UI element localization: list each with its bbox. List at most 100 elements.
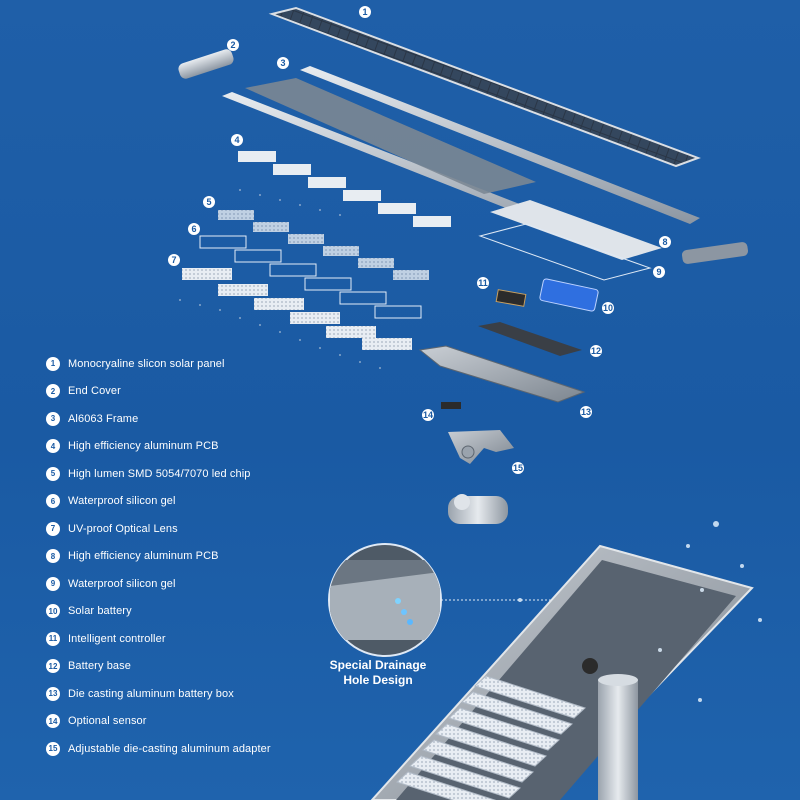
intelligent-controller	[495, 289, 527, 307]
legend-item: 12 Battery base	[46, 653, 366, 681]
pcb-plates	[238, 151, 451, 227]
legend-number: 3	[46, 411, 60, 426]
legend-label: Waterproof silicon gel	[68, 577, 176, 590]
legend-number: 6	[46, 494, 60, 509]
marker-5: 5	[203, 196, 215, 208]
adapter	[448, 430, 514, 524]
optical-lenses	[182, 268, 412, 350]
legend-item: 9 Waterproof silicon gel	[46, 570, 366, 598]
callout-line-2: Hole Design	[343, 673, 413, 687]
marker-2: 2	[227, 39, 239, 51]
legend-item: 10 Solar battery	[46, 598, 366, 626]
silicon-gel-sheets	[199, 235, 422, 319]
legend-number: 2	[46, 384, 60, 399]
legend-item: 14 Optional sensor	[46, 708, 366, 736]
svg-text:13: 13	[581, 407, 591, 417]
legend-label: UV-proof Optical Lens	[68, 522, 178, 535]
marker-15: 15	[512, 462, 524, 474]
callout-line-1: Special Drainage	[329, 658, 427, 672]
screws	[179, 189, 381, 369]
legend-number: 13	[46, 686, 60, 701]
marker-4: 4	[231, 134, 243, 146]
frame-rail-upper	[300, 66, 700, 224]
legend-item: 6 Waterproof silicon gel	[46, 488, 366, 516]
legend-item: 4 High efficiency aluminum PCB	[46, 433, 366, 461]
legend-number: 7	[46, 521, 60, 536]
marker-11: 11	[477, 277, 489, 289]
legend-number: 11	[46, 631, 60, 646]
legend-item: 5 High lumen SMD 5054/7070 led chip	[46, 460, 366, 488]
legend-label: Al6063 Frame	[68, 412, 139, 425]
legend-label: Die casting aluminum battery box	[68, 687, 234, 700]
legend-item: 2 End Cover	[46, 378, 366, 406]
legend-number: 9	[46, 576, 60, 591]
svg-text:10: 10	[603, 303, 613, 313]
marker-6: 6	[188, 223, 200, 235]
street-light-assembly	[370, 521, 762, 800]
back-plate	[245, 78, 536, 194]
legend-label: Waterproof silicon gel	[68, 495, 176, 508]
legend-number: 1	[46, 356, 60, 371]
drainage-callout: Special Drainage Hole Design	[318, 658, 438, 688]
legend-number: 10	[46, 604, 60, 619]
marker-1: 1	[359, 6, 371, 18]
marker-13: 13	[580, 406, 592, 418]
optional-sensor	[441, 402, 461, 409]
solar-battery	[539, 278, 599, 312]
gel-sheet-large	[478, 223, 652, 281]
marker-3: 3	[277, 57, 289, 69]
svg-text:9: 9	[656, 267, 661, 277]
solar-panel	[268, 6, 701, 168]
led-chip-arrays	[218, 210, 429, 280]
legend-label: High efficiency aluminum PCB	[68, 550, 219, 563]
marker-10: 10	[602, 302, 614, 314]
marker-7: 7	[168, 254, 180, 266]
svg-text:6: 6	[191, 224, 196, 234]
legend-label: Monocryaline slicon solar panel	[68, 357, 225, 370]
legend-number: 14	[46, 714, 60, 729]
svg-text:2: 2	[230, 40, 235, 50]
svg-text:3: 3	[280, 58, 285, 68]
legend-number: 8	[46, 549, 60, 564]
end-cover-left	[178, 49, 234, 79]
legend-label: Optional sensor	[68, 715, 147, 728]
legend-item: 15 Adjustable die-casting aluminum adapte…	[46, 735, 366, 763]
svg-text:8: 8	[662, 237, 667, 247]
legend-label: Battery base	[68, 660, 131, 673]
legend-label: High lumen SMD 5054/7070 led chip	[68, 467, 251, 480]
battery-base	[478, 322, 582, 356]
legend-item: 7 UV-proof Optical Lens	[46, 515, 366, 543]
marker-9: 9	[653, 266, 665, 278]
svg-text:7: 7	[171, 255, 176, 265]
legend-label: Intelligent controller	[68, 632, 166, 645]
legend-number: 5	[46, 466, 60, 481]
marker-8: 8	[659, 236, 671, 248]
legend-label: End Cover	[68, 385, 121, 398]
svg-text:11: 11	[478, 278, 488, 288]
legend-number: 12	[46, 659, 60, 674]
legend-item: 1 Monocryaline slicon solar panel	[46, 350, 366, 378]
svg-text:4: 4	[234, 135, 239, 145]
legend-label: Solar battery	[68, 605, 132, 618]
legend-item: 3 Al6063 Frame	[46, 405, 366, 433]
svg-text:12: 12	[591, 346, 601, 356]
legend-label: Adjustable die-casting aluminum adapter	[68, 742, 271, 755]
legend-item: 13 Die casting aluminum battery box	[46, 680, 366, 708]
parts-legend: 1 Monocryaline slicon solar panel 2 End Co…	[46, 350, 366, 763]
legend-item: 11 Intelligent controller	[46, 625, 366, 653]
legend-number: 15	[46, 741, 60, 756]
pcb-plate-large	[490, 200, 662, 260]
legend-number: 4	[46, 439, 60, 454]
battery-box	[418, 345, 586, 403]
svg-text:14: 14	[423, 410, 433, 420]
drainage-magnifier	[328, 543, 610, 657]
svg-text:5: 5	[206, 197, 211, 207]
marker-14: 14	[422, 409, 434, 421]
svg-text:15: 15	[513, 463, 523, 473]
legend-item: 8 High efficiency aluminum PCB	[46, 543, 366, 571]
svg-text:1: 1	[362, 7, 367, 17]
end-cover-right	[681, 242, 749, 264]
marker-12: 12	[590, 345, 602, 357]
legend-label: High efficiency aluminum PCB	[68, 440, 219, 453]
